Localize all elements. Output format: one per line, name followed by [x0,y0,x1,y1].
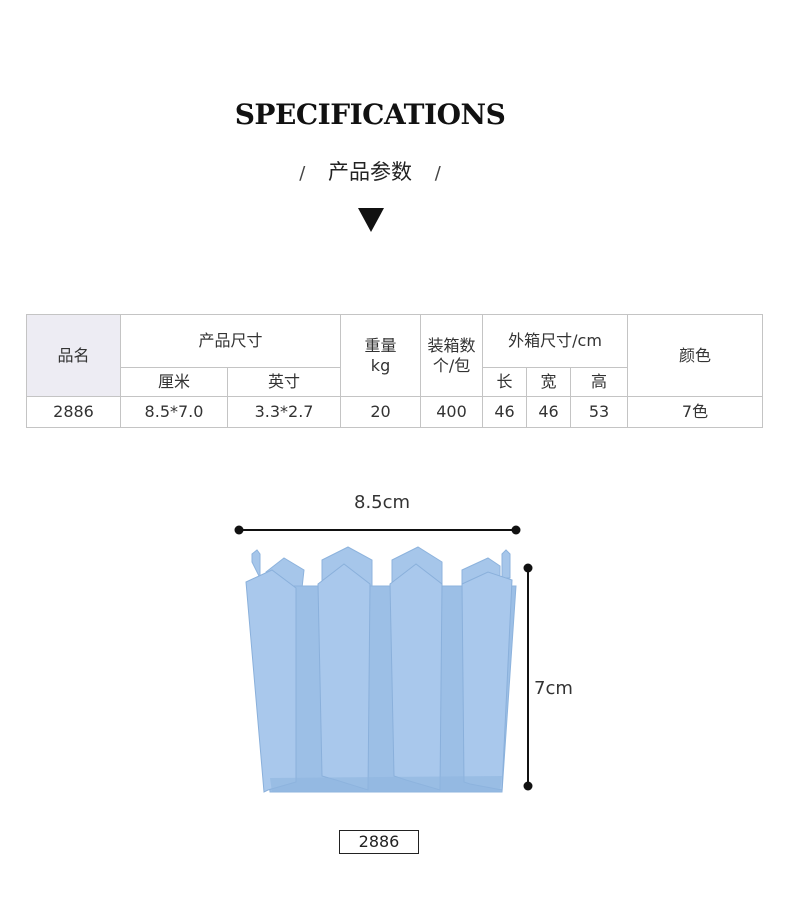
cell-cm: 8.5*7.0 [120,396,228,428]
header-color: 颜色 [627,314,764,397]
subheader-height: 高 [570,367,629,397]
table-row: 2886 8.5*7.0 3.3*2.7 20 400 46 46 53 7色 [26,396,764,428]
header-carton: 外箱尺寸/cm [482,314,629,368]
cell-length: 46 [482,396,528,428]
product-code-box: 2886 [339,830,419,854]
page-title: SPECIFICATIONS [234,98,506,131]
spec-table: 品名 产品尺寸 重量 kg 装箱数 个/包 外箱尺寸/cm 颜色 厘米 英寸 长… [26,314,764,428]
height-label: 7cm [534,678,573,699]
separator-left: / [299,163,306,184]
subheader-inch: 英寸 [226,367,342,397]
header-weight-line2: kg [370,355,391,375]
header-weight-line1: 重量 [364,335,397,355]
header-qty-line2: 个/包 [432,355,471,375]
height-dimension-end-bottom [523,781,533,791]
cell-name: 2886 [26,396,121,428]
subheader-cm: 厘米 [120,367,228,397]
width-label: 8.5cm [354,492,411,513]
subheader-length: 长 [482,367,528,397]
product-image [234,525,533,793]
cell-width: 46 [526,396,572,428]
header-qty-line1: 装箱数 [427,335,476,355]
separator-right: / [434,163,441,184]
header-qty: 装箱数 个/包 [420,314,484,397]
cell-weight: 20 [340,396,422,428]
pot-shape [245,546,517,793]
width-dimension-end-left [234,525,244,535]
down-arrow-icon [358,208,384,232]
cell-height: 53 [570,396,629,428]
cell-inch: 3.3*2.7 [226,396,342,428]
header-size: 产品尺寸 [119,314,342,368]
subtitle-text: 产品参数 [328,160,412,184]
cell-color: 7色 [627,396,764,428]
header-weight: 重量 kg [340,314,422,397]
subtitle: / 产品参数 / [0,156,740,186]
header-name: 品名 [26,314,121,397]
cell-qty: 400 [420,396,484,428]
width-dimension-end-right [511,525,521,535]
subheader-width: 宽 [526,367,572,397]
height-dimension-end-top [523,563,533,573]
